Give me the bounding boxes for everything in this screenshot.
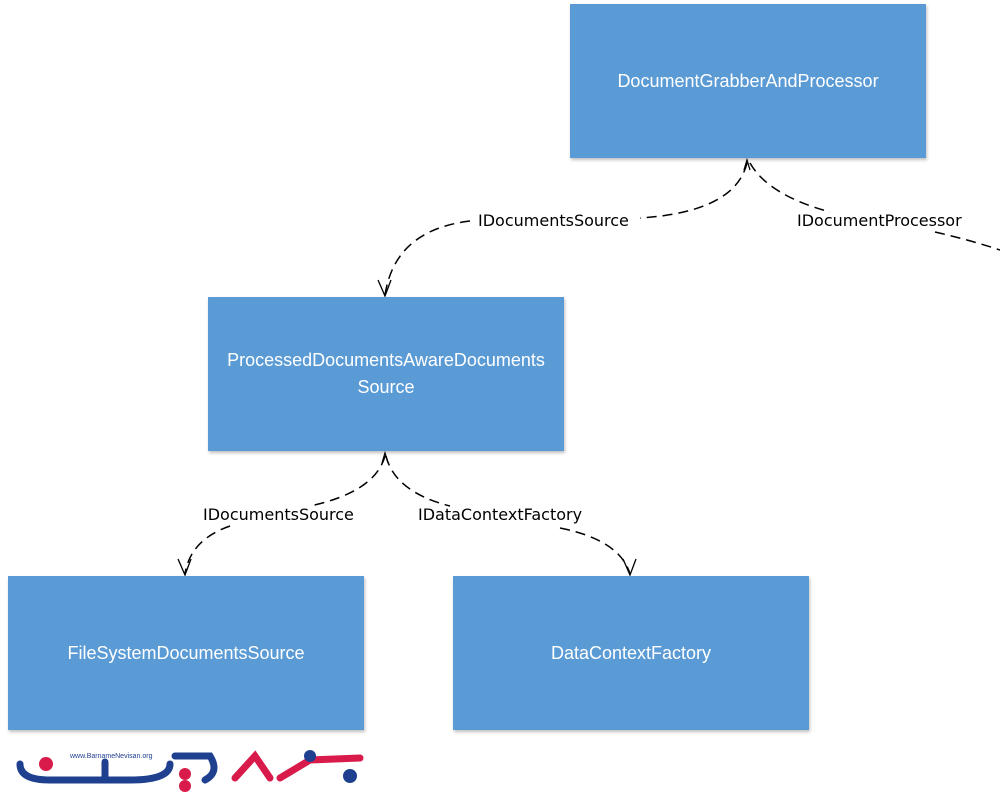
edge-label: IDocumentsSource xyxy=(478,211,629,230)
caret-icon xyxy=(743,157,751,171)
edge-label: IDocumentsSource xyxy=(203,505,354,524)
arrowhead-icon xyxy=(622,558,637,577)
edge-label: IDataContextFactory xyxy=(418,505,582,524)
edge-idocumentssource-top xyxy=(384,162,748,296)
caret-icon xyxy=(381,450,389,464)
arrowhead-icon xyxy=(177,558,192,577)
edge-label: IDocumentProcessor xyxy=(797,211,962,230)
edge-idocumentprocessor xyxy=(749,162,1000,251)
logo-url: www.BarnameNevisan.org xyxy=(69,753,153,760)
node-filesystem-documents-source: FileSystemDocumentsSource xyxy=(8,576,364,730)
arrowhead-icon xyxy=(377,279,392,298)
node-document-grabber-and-processor: DocumentGrabberAndProcessor xyxy=(570,4,926,158)
barnamenevisan-logo: www.BarnameNevisan.org xyxy=(16,750,364,792)
edge-idatacontextfactory xyxy=(385,455,631,575)
node-data-context-factory: DataContextFactory xyxy=(453,576,809,730)
node-processed-documents-aware-source: ProcessedDocumentsAwareDocumentsSource xyxy=(208,297,564,451)
